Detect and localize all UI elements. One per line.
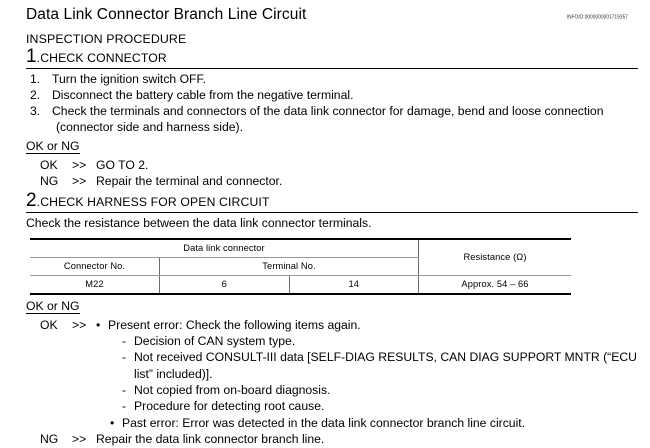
result-arrow-ng: >> (72, 174, 87, 189)
list-item: 1. Turn the ignition switch OFF. (26, 71, 638, 87)
step-1-item-list: 1. Turn the ignition switch OFF. 2. Disc… (26, 71, 638, 119)
list-item-number: 3. (30, 103, 41, 118)
result-label-ng: NG (40, 174, 59, 189)
table-cell-terminal-a: 6 (159, 274, 290, 295)
dash-marker: - (122, 383, 127, 398)
step-2-okng-block: OK or NG OK >> • Present error: Check th… (26, 295, 638, 448)
bullet-line: - Not copied from on-board diagnosis. (26, 382, 638, 398)
bullet-text: Procedure for detecting root cause. (134, 399, 325, 414)
table-header-data-link-connector: Data link connector (30, 237, 419, 258)
bullet-line: - Procedure for detecting root cause. (26, 398, 638, 414)
bullet-text: Past error: Error was detected in the da… (122, 415, 526, 430)
list-item-text: Turn the ignition switch OFF. (52, 71, 206, 86)
table-cell-resistance: Approx. 54 – 66 (418, 274, 571, 295)
table-header-terminal-no: Terminal No. (159, 256, 419, 276)
result-label-ok: OK (40, 157, 58, 172)
step-1-heading: 1 . CHECK CONNECTOR (26, 47, 638, 66)
okng-heading-2: OK or NG (26, 298, 80, 314)
table-header-connector-no: Connector No. (30, 256, 160, 276)
table-cell-terminal-b: 14 (288, 274, 419, 295)
infoid-label: INFOID:0000000001719357 (566, 14, 628, 20)
bullet-text: Not received CONSULT-III data [SELF-DIAG… (134, 350, 637, 365)
resistance-table: Data link connector Resistance (Ω) Conne… (30, 237, 571, 295)
bullet-marker: • (110, 415, 115, 430)
bullet-line: • Past error: Error was detected in the … (26, 415, 638, 431)
result-row-ok-2: OK >> • Present error: Check the followi… (26, 317, 638, 333)
list-item: 2. Disconnect the battery cable from the… (26, 87, 638, 103)
bullet-text: list” included)]. (134, 366, 213, 381)
step-1-title: CHECK CONNECTOR (40, 50, 167, 65)
bullet-marker: • (96, 317, 101, 332)
result-row-ng-2: NG >> Repair the data link connector bra… (26, 431, 638, 447)
list-item-text: Disconnect the battery cable from the ne… (52, 87, 354, 102)
result-row-ng: NG >> Repair the terminal and connector. (26, 173, 638, 189)
dash-marker: - (122, 350, 127, 365)
bullet-text: Present error: Check the following items… (108, 317, 361, 332)
step-2-title: CHECK HARNESS FOR OPEN CIRCUIT (40, 194, 270, 209)
dash-marker: - (122, 399, 127, 414)
list-item-number: 1. (30, 71, 41, 86)
step-2-number: 2 (26, 189, 37, 211)
resistance-table-wrapper: Data link connector Resistance (Ω) Conne… (30, 237, 571, 295)
step-1-result-rows: OK >> GO TO 2. NG >> Repair the terminal… (26, 157, 638, 190)
result-arrow-ng-2: >> (72, 432, 87, 447)
bullet-line: - Not received CONSULT-III data [SELF-DI… (26, 349, 638, 365)
result-text-ng-2: Repair the data link connector branch li… (96, 432, 325, 447)
step-2-dot: . (36, 194, 41, 209)
step-1-okng-block: OK or NG OK >> GO TO 2. NG >> Repair the… (26, 135, 638, 190)
document-body: INSPECTION PROCEDURE 1 . CHECK CONNECTOR… (0, 32, 650, 448)
result-text-ng: Repair the terminal and connector. (96, 174, 283, 189)
step-2-intro-text: Check the resistance between the data li… (26, 215, 372, 230)
bullet-line: • Present error: Check the following ite… (96, 317, 638, 333)
inspection-procedure-label: INSPECTION PROCEDURE (26, 31, 187, 46)
table-header-resistance: Resistance (Ω) (418, 237, 571, 276)
result-text-ok: GO TO 2. (96, 157, 149, 172)
result-row-ok: OK >> GO TO 2. (26, 157, 638, 173)
divider-step-1 (26, 67, 638, 69)
list-item: 3. Check the terminals and connectors of… (26, 103, 638, 119)
list-item-text: Check the terminals and connectors of th… (52, 103, 604, 118)
divider-step-2 (26, 211, 638, 213)
table-row: Data link connector Resistance (Ω) (30, 237, 571, 276)
okng-heading: OK or NG (26, 138, 80, 154)
bullet-text: Not copied from on-board diagnosis. (134, 383, 331, 398)
result-label-ok-2: OK (40, 317, 58, 332)
bullet-continuation-line: list” included)]. (26, 366, 638, 382)
dash-marker: - (122, 334, 127, 349)
result-label-ng-2: NG (40, 432, 59, 447)
list-item-number: 2. (30, 87, 41, 102)
step-1-item-3-continuation: (connector side and harness side). (56, 119, 243, 134)
step-2-heading: 2 . CHECK HARNESS FOR OPEN CIRCUIT (26, 191, 638, 210)
table-row: M22 6 14 Approx. 54 – 66 (30, 274, 571, 295)
result-arrow-ok-2: >> (72, 317, 87, 332)
page-title: Data Link Connector Branch Line Circuit (26, 6, 307, 23)
document-header: Data Link Connector Branch Line Circuit … (0, 0, 650, 25)
table-cell-connector-no: M22 (30, 274, 160, 295)
step-1-dot: . (36, 50, 41, 65)
bullet-line: - Decision of CAN system type. (26, 333, 638, 349)
step-2-result-rows: OK >> • Present error: Check the followi… (26, 317, 638, 448)
step-2-bullet-list: - Decision of CAN system type. - Not rec… (26, 333, 638, 431)
step-1-number: 1 (26, 45, 37, 67)
table-row: Connector No. Terminal No. (30, 256, 571, 276)
result-arrow-ok: >> (72, 157, 87, 172)
bullet-text: Decision of CAN system type. (134, 334, 296, 349)
